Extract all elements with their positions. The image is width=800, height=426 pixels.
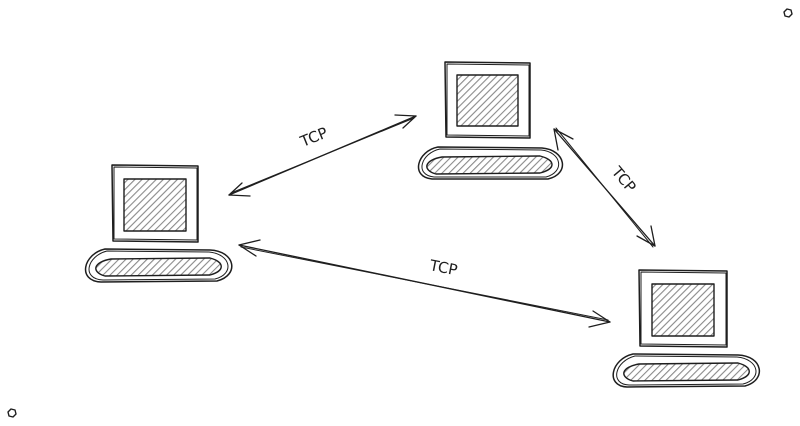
corner-decoration-icon: [783, 8, 793, 18]
arrowhead-icon: [553, 128, 574, 151]
edge-left-right-label: TCP: [427, 256, 459, 279]
edge-top-right: TCP: [553, 127, 656, 248]
computer-left-icon: [84, 164, 233, 283]
arrowhead-icon: [238, 239, 261, 257]
corner-decoration-icon: [7, 408, 17, 418]
arrowhead-icon: [636, 225, 656, 247]
arrowhead-icon: [588, 310, 611, 328]
edge-left-right: TCP: [238, 239, 611, 328]
edge-left-top: TCP: [228, 114, 417, 197]
arrowhead-icon: [394, 114, 417, 129]
computer-right-icon: [612, 269, 761, 388]
edge-left-top-label: TCP: [297, 124, 330, 151]
edge-top-right-label: TCP: [607, 162, 639, 196]
arrowhead-icon: [228, 182, 251, 197]
computer-top-icon: [417, 61, 564, 180]
